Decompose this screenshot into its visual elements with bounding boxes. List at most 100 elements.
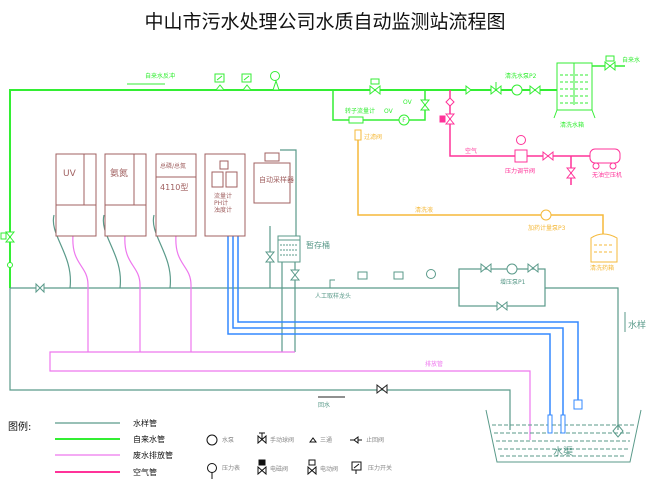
manual-valve-icon [529, 84, 541, 96]
pump-p1-icon [506, 263, 518, 275]
diagram-title: 中山市污水处理公司水质自动监测站流程图 [144, 11, 505, 33]
instrument-line: 流量计 [214, 192, 232, 200]
wash-tank [553, 62, 596, 119]
manual-valve-icon [565, 167, 577, 179]
pressure-gauge-icon [426, 269, 436, 279]
label-wash-tank: 清洗水箱 [560, 121, 584, 129]
pressure-switch-icon [241, 73, 253, 91]
label-cleaner: 清洗液 [415, 206, 433, 214]
label-drain: 排放管 [425, 360, 443, 368]
legend-symbol-label: 电动阀 [320, 465, 338, 473]
legend-symbol-label: 压力开关 [368, 464, 392, 472]
sampling-tap-icon [329, 279, 335, 288]
check-valve-icon [7, 262, 13, 268]
flowmeter-p-icon [398, 114, 410, 126]
manual-valve-icon [257, 432, 267, 445]
tee-icon [309, 437, 317, 443]
manual-valve-icon [480, 262, 492, 274]
label-pump-p3: 加药计量泵P3 [528, 224, 566, 232]
legend-title: 图例: [8, 420, 31, 433]
pump-p3-icon [540, 209, 552, 221]
manual-valve-icon [264, 251, 276, 263]
buffer-tank [277, 235, 301, 263]
pump-p2-icon [511, 84, 523, 96]
filter-valve-icon [354, 129, 362, 141]
level-sensor [573, 399, 583, 410]
instrument-label: 自动采样器 [259, 175, 294, 184]
label-check-ov: OV [384, 108, 394, 115]
pressure-gauge-icon [207, 463, 217, 473]
label-sample-in: 水样 [628, 319, 646, 331]
pressure-gauge-icon [516, 135, 526, 145]
reagent-tank [590, 233, 618, 263]
legend-symbol-label: 手动球阀 [270, 436, 294, 444]
solenoid-valve-icon [439, 113, 456, 125]
solenoid-valve-icon [496, 300, 508, 312]
instrument-line: PH计 [214, 199, 228, 207]
sensor-probe [560, 414, 566, 434]
label-manual-tap: 人工取样龙头 [315, 292, 351, 300]
manual-valve-icon [542, 150, 554, 162]
label-flowmeter: 转子流量计 [345, 107, 375, 115]
instrument-label: 氨氮 [110, 167, 128, 179]
instrument-tp-tn [155, 153, 197, 237]
label-air: 空气 [465, 147, 477, 155]
legend-label: 空气管 [133, 467, 157, 477]
solenoid-valve-icon [257, 459, 267, 476]
pressure-switch-icon [357, 271, 368, 280]
manual-valve-icon [527, 262, 539, 274]
label-pump-p2: 清洗水泵P2 [505, 72, 537, 80]
label-tap-water: 自来水 [622, 56, 640, 64]
label-filter-valve: 过滤阀 [364, 133, 382, 141]
instrument-multi [204, 153, 246, 237]
tap-water-pipes [9, 65, 625, 288]
legend-symbol-label: 水泵 [222, 436, 234, 444]
legend-label: 自来水管 [133, 434, 165, 444]
instrument-ammonia [104, 153, 147, 237]
pressure-gauge-icon [270, 71, 280, 91]
pump-icon [206, 434, 218, 446]
legend-label: 废水排放管 [133, 450, 173, 460]
instrument-uv [55, 153, 97, 237]
solenoid-valve-icon [604, 55, 616, 72]
pressure-regulator-icon [514, 149, 528, 163]
label-pressure-reg: 压力调节阀 [505, 167, 535, 175]
dosing-pipes [357, 130, 604, 255]
legend-label: 水样管 [133, 418, 157, 428]
instrument-line: 浊度计 [214, 206, 232, 214]
manual-valve-icon [490, 82, 502, 96]
legend-symbol-label: 止回阀 [366, 436, 384, 444]
air-compressor-icon [589, 148, 621, 170]
legend-symbol-label: 三通 [320, 436, 332, 444]
pressure-switch-icon [393, 271, 404, 280]
pressure-switch-icon [351, 461, 362, 474]
manual-valve-icon [419, 99, 431, 111]
legend-symbol-label: 电磁阀 [270, 465, 288, 473]
check-valve-icon [445, 97, 455, 107]
label-buffer-tank: 暂存桶 [306, 240, 330, 250]
label-reagent-tank: 清洗药箱 [590, 264, 614, 272]
electric-valve-icon [369, 78, 381, 96]
label-return: 回水 [318, 401, 330, 409]
label-pump-p1: 增压泵P1 [500, 278, 526, 286]
solenoid-valve-icon [289, 269, 301, 281]
label-valve-ov: OV [403, 99, 413, 106]
check-valve-icon [465, 84, 472, 96]
solenoid-valve-icon [376, 383, 388, 395]
autosampler [253, 152, 291, 204]
check-valve-icon [350, 436, 362, 444]
legend-symbol-label: 压力表 [222, 464, 240, 472]
electric-valve-icon [307, 459, 317, 476]
instrument-label: 4110型 [160, 183, 188, 192]
label-compressor: 无油空压机 [592, 171, 622, 179]
solenoid-valve-icon [0, 231, 16, 243]
signal-lines [227, 236, 579, 415]
pressure-switch-icon [214, 73, 226, 91]
sample-pipes [9, 149, 619, 430]
svg-text:F: F [402, 117, 406, 124]
instrument-top-label: 总磷/总氮 [160, 162, 186, 170]
sensor-probe [547, 414, 553, 434]
flowmeter-icon [348, 116, 364, 124]
